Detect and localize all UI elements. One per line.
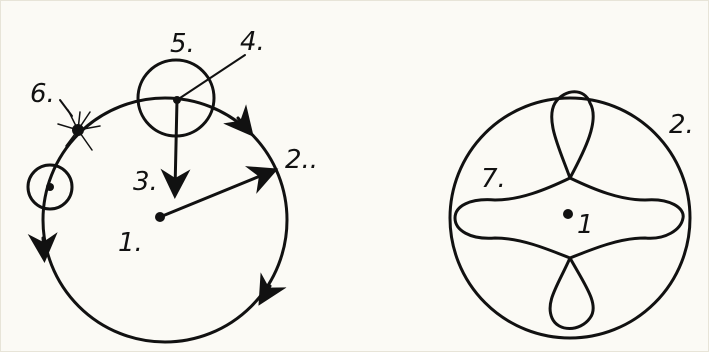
circle-direction-arrow-bottom — [258, 272, 287, 306]
leader-line-4 — [176, 54, 246, 101]
label-epicycle: 5. — [170, 29, 195, 59]
big-circle-right — [448, 96, 692, 340]
right-figure: 1 2. 7. — [448, 90, 694, 340]
inner-radius-arrow — [160, 98, 191, 199]
four-lobed-curve — [453, 90, 685, 330]
label-epicycle-center: 4. — [240, 27, 265, 57]
small-circle-center-point — [46, 183, 54, 191]
center-point-right — [563, 209, 573, 219]
label-contact-point: 6. — [30, 79, 55, 109]
label-center-left: 1. — [118, 228, 143, 258]
circle-direction-arrow-left — [27, 232, 58, 263]
radius-arrow — [158, 166, 279, 219]
leader-line-6 — [59, 99, 73, 117]
label-curve: 7. — [481, 164, 506, 194]
big-circle-left — [41, 96, 289, 344]
label-center-right: 1 — [577, 210, 594, 240]
label-big-circle-left: 2.. — [285, 145, 318, 175]
circle-direction-arrow-right — [223, 104, 254, 137]
contact-burst — [57, 109, 101, 151]
label-big-circle-right: 2. — [669, 110, 694, 140]
left-figure: 1. 2.. 3. 4. 5. 6. — [26, 27, 318, 344]
label-inner-radius: 3. — [133, 167, 158, 197]
small-circle-left — [26, 163, 74, 211]
